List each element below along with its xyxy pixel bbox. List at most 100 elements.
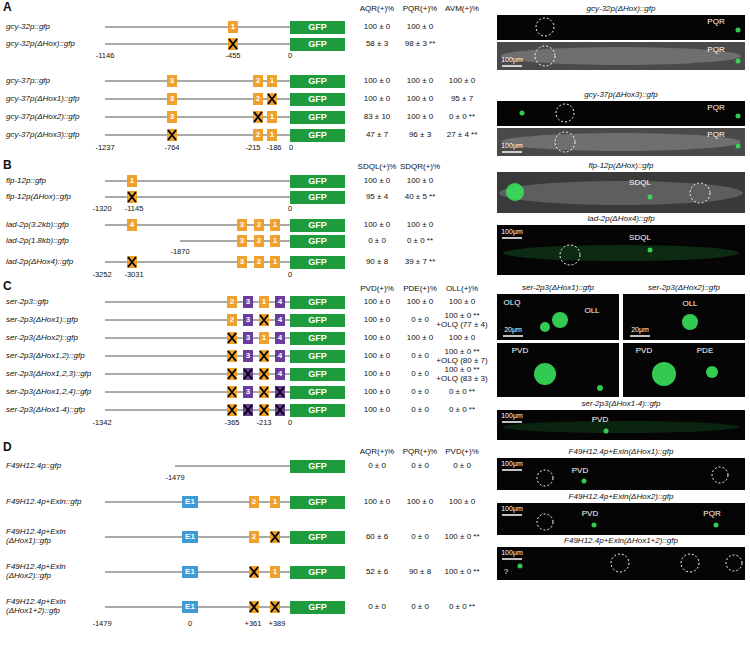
site-box bbox=[270, 601, 280, 613]
coordinate-label: -3031 bbox=[124, 271, 143, 279]
hox-site-box: 4 bbox=[275, 296, 285, 308]
percentage-value: 100 ± 0 bbox=[407, 498, 434, 507]
site-box bbox=[227, 404, 237, 416]
site-box bbox=[249, 566, 259, 578]
percentage-value: +OLQ (80 ± 7) bbox=[436, 357, 487, 366]
micrograph bbox=[623, 343, 745, 397]
gfp-box: GFP bbox=[290, 38, 345, 51]
cell-label: PQR bbox=[707, 131, 724, 140]
gfp-box: GFP bbox=[290, 386, 345, 399]
percentage-value: 0 ± 0 bbox=[411, 352, 429, 361]
hox-site-box: 2 bbox=[249, 496, 259, 508]
cell-label: OLQ bbox=[504, 299, 521, 308]
percentage-value: 95 ± 7 bbox=[451, 95, 473, 104]
gfp-signal bbox=[520, 111, 525, 116]
site-number: GFP bbox=[308, 258, 327, 267]
mutated-site bbox=[243, 404, 253, 416]
cross-mark bbox=[228, 369, 236, 379]
scale-label: 100μm bbox=[501, 412, 523, 420]
micrograph bbox=[497, 503, 745, 535]
gfp-signal bbox=[534, 363, 556, 385]
coordinate-label: -365 bbox=[224, 419, 239, 427]
gfp-signal bbox=[652, 362, 676, 386]
hox-site-box: 2 bbox=[227, 314, 237, 326]
site-number: 1 bbox=[262, 298, 266, 306]
coordinate-label: 0 bbox=[288, 271, 292, 279]
site-number: 1 bbox=[130, 177, 134, 185]
percentage-value: 0 ± 0 ** bbox=[449, 113, 475, 122]
site-number: 1 bbox=[273, 258, 277, 266]
gfp-box: GFP bbox=[290, 314, 345, 327]
construct-name: F49H12.4p+Exln::gfp bbox=[6, 498, 81, 507]
hox-site-box: 3 bbox=[167, 75, 177, 87]
site-number: E1 bbox=[185, 603, 195, 611]
column-header: PQR(+)% bbox=[403, 5, 437, 14]
coordinate-label: -1479 bbox=[165, 474, 184, 482]
site-number: GFP bbox=[308, 131, 327, 140]
image-title: ser-2p3(ΔHox2)::gfp bbox=[648, 284, 720, 293]
site-box bbox=[259, 350, 269, 362]
percentage-value: 0 ± 0 ** bbox=[449, 603, 475, 612]
site-box bbox=[259, 404, 269, 416]
scale-bar bbox=[502, 65, 522, 67]
site-number: 3 bbox=[170, 77, 174, 85]
mutated-site bbox=[270, 531, 280, 543]
percentage-value: 58 ± 3 bbox=[366, 40, 388, 49]
cell-label: PVD bbox=[592, 416, 608, 425]
image-title: gcy-32p(ΔHox)::gfp bbox=[587, 5, 656, 14]
cross-mark bbox=[250, 602, 258, 612]
coordinate-label: 0 bbox=[288, 205, 292, 213]
site-number: 1 bbox=[273, 221, 277, 229]
image-title: F49H12.4p+Exln(ΔHox1+2)::gfp bbox=[564, 537, 678, 546]
hox-site-box: 3 bbox=[167, 93, 177, 105]
hox-site-box: 1 bbox=[267, 75, 277, 87]
gfp-box: GFP bbox=[290, 332, 345, 345]
micrograph bbox=[497, 128, 745, 156]
cell-label: PQR bbox=[707, 104, 724, 113]
site-number: GFP bbox=[308, 77, 327, 86]
scale-bar bbox=[502, 151, 522, 153]
micrograph bbox=[497, 294, 619, 340]
percentage-value: 100 ± 0 bbox=[364, 352, 391, 361]
cell-label: SDQL bbox=[629, 234, 651, 243]
image-title: lad-2p(ΔHox4)::gfp bbox=[587, 215, 654, 224]
dashed-circle bbox=[555, 132, 575, 152]
cross-mark bbox=[128, 257, 136, 267]
site-number: 3 bbox=[240, 221, 244, 229]
site-number: 4 bbox=[278, 334, 282, 342]
percentage-value: 100 ± 0 bbox=[449, 498, 476, 507]
hox-site-box: 1 bbox=[270, 235, 280, 247]
construct-name: F49H12.4p::gfp bbox=[6, 462, 61, 471]
exon-box: E1 bbox=[182, 496, 198, 508]
gfp-box: GFP bbox=[290, 256, 345, 269]
coordinate-label: -215 bbox=[245, 144, 260, 152]
percentage-value: 100 ± 0 bbox=[364, 298, 391, 307]
hox-site-box: 3 bbox=[243, 350, 253, 362]
cross-mark bbox=[168, 130, 176, 140]
site-number: GFP bbox=[308, 40, 327, 49]
percentage-value: 0 ± 0 bbox=[411, 406, 429, 415]
cross-mark bbox=[228, 387, 236, 397]
site-number: 1 bbox=[270, 77, 274, 85]
site-number: 4 bbox=[278, 370, 282, 378]
hox-site-box: 1 bbox=[127, 175, 137, 187]
percentage-value: 100 ± 0 ** bbox=[444, 366, 479, 375]
hox-site-box: 2 bbox=[249, 531, 259, 543]
coordinate-label: -1237 bbox=[95, 144, 114, 152]
coordinate-label: -3252 bbox=[92, 271, 111, 279]
percentage-value: 100 ± 0 bbox=[364, 370, 391, 379]
hox-site-box: 2 bbox=[254, 256, 264, 268]
image-title: flp-12p(ΔHox)::gfp bbox=[589, 162, 654, 171]
percentage-value: 100 ± 0 bbox=[449, 298, 476, 307]
site-box bbox=[275, 404, 285, 416]
percentage-value: 100 ± 0 bbox=[449, 77, 476, 86]
percentage-value: 95 ± 4 bbox=[366, 193, 388, 202]
gfp-box: GFP bbox=[290, 601, 345, 614]
site-number: 3 bbox=[246, 388, 250, 396]
site-box bbox=[227, 386, 237, 398]
gfp-box: GFP bbox=[290, 496, 345, 509]
hox-site-box: 2 bbox=[254, 219, 264, 231]
coordinate-label: 0 bbox=[288, 52, 292, 60]
site-number: GFP bbox=[308, 603, 327, 612]
gfp-signal bbox=[552, 312, 568, 328]
